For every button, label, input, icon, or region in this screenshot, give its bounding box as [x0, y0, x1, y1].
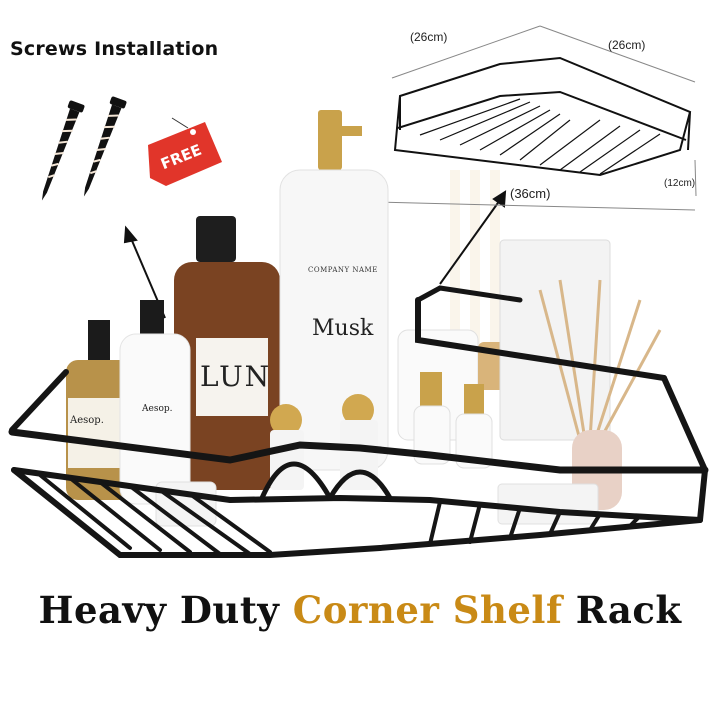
dimension-side-b: (26cm) [608, 38, 646, 52]
corner-rack-icon [393, 56, 692, 177]
dimension-side-a: (26cm) [410, 30, 448, 44]
price-tag-icon [148, 117, 222, 186]
corner-shelf-rack [8, 285, 709, 558]
bottle-aesop-right-label: Aesop. [142, 404, 173, 414]
background-watermark [450, 170, 500, 370]
headline-accent: Corner Shelf [292, 588, 563, 632]
product-headline: Heavy Duty Corner Shelf Rack [0, 588, 720, 632]
bottle-aesop-left-label: Aesop. [70, 415, 104, 426]
bottle-lun-label: LUN [200, 360, 272, 393]
screw-icon [41, 96, 127, 201]
screws-installation-title: Screws Installation [10, 38, 219, 60]
headline-part2: Rack [562, 588, 682, 632]
bottle-company-label: COMPANY NAME [308, 266, 378, 274]
headline-part1: Heavy Duty [38, 588, 293, 632]
dimension-diagonal: (36cm) [510, 186, 551, 201]
dimension-lines [374, 25, 697, 211]
bottle-musk-label: Musk [312, 316, 374, 341]
dimension-depth: (12cm) [664, 178, 696, 189]
